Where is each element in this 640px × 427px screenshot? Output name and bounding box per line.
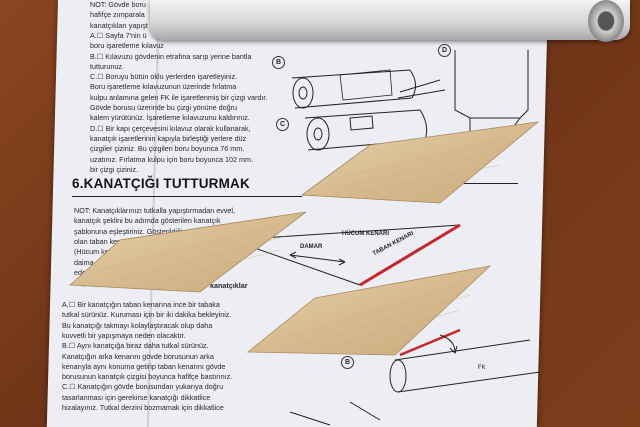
instruction-line: kuvvetli bir yapışmaya neden olacaktır. — [62, 330, 186, 340]
figure-label-c: C — [276, 118, 289, 131]
figure-label-d: D — [438, 44, 451, 57]
instruction-line: Boru işaretleme kılavuzunun üzerinde fır… — [90, 82, 237, 92]
instruction-line: Gövde borusu üzerinde bu çizgi yönüne do… — [90, 103, 238, 112]
instruction-line: A.☐ Bir kanatçığın taban kenarına ince b… — [62, 300, 220, 309]
balsa-fin-1 — [300, 121, 540, 204]
instruction-line: Bu kanatçığı takmayı kolaylaştıracak olu… — [62, 320, 213, 330]
instruction-line: kanatçıkları yapışt — [90, 20, 148, 30]
instruction-line: C.☐ Boruyu bütün oklu yerlerden işaretle… — [90, 72, 238, 82]
instruction-line: D.☐ Bir kapı çerçevesini kılavuz olarak … — [90, 123, 251, 133]
tube-drawing-b2 — [289, 328, 541, 426]
tube-drawing-b — [291, 69, 416, 109]
instruction-line: A.☐ Sayfa 7'nin ü — [90, 30, 147, 40]
instruction-line: kanatçık şeklini bu adımda gösterilen ka… — [74, 216, 221, 226]
instruction-line: borusunun kanatçık çizgisi boyunca hafif… — [62, 372, 233, 382]
instruction-line: tasarlanması için gerekirse kanatçığı di… — [62, 392, 211, 402]
damar-label: DAMAR — [300, 244, 323, 250]
figure-label-b2: B — [341, 356, 354, 369]
rolled-tube — [150, 0, 630, 40]
instruction-line: bir çizgi çiziniz. — [90, 164, 138, 174]
instruction-line: hizalayınız. Tutkal derzini bozmamak içi… — [62, 403, 224, 412]
instruction-line: kenarıyla aynı konuma getirip taban kena… — [62, 361, 226, 371]
instruction-line: kulpu anlamına gelen FK ile işaretlenmiş… — [90, 92, 268, 102]
instruction-line: hafifçe zımparala — [90, 10, 145, 20]
hucum-kenari-label: HÜCUM KENARI — [342, 231, 389, 237]
instruction-line: kalem yürütünüz. İşaretleme kılavuzunu k… — [90, 113, 250, 123]
wood-grain — [99, 139, 506, 351]
section-title: 6.KANATÇIĞI TUTTURMAK — [72, 176, 250, 191]
tube-end — [588, 0, 624, 42]
instruction-line: uzatınız. Fırlatma kulpu için boru boyun… — [90, 154, 253, 164]
instruction-line: B.☐ Kılavuzu gövdenin etrafına sarıp yer… — [90, 51, 252, 61]
instruction-line: NOT: Kanatçıklarınızı tutkalla yapıştırm… — [74, 206, 235, 215]
fk-label: FK — [478, 365, 486, 371]
instruction-line: Kanatçığın arka kenarını gövde borusunun… — [62, 351, 214, 361]
instruction-line: çizgiler çiziniz. Bu çizgileri boru boyu… — [90, 144, 245, 154]
balsa-fin-3 — [246, 265, 492, 356]
instruction-line: (Hücum ke — [74, 247, 109, 257]
title-rule — [72, 196, 302, 197]
instruction-line: kanatçık işaretlerinin kapıyla birleştiğ… — [90, 133, 247, 143]
instruction-line: şablonuna eşleştiriniz. Gösterildiği — [74, 226, 183, 236]
instruction-line: C.☐ Kanatçığın gövde borusundan yukarıya… — [62, 382, 224, 392]
figure-label-b: B — [272, 56, 285, 69]
balsa-fin-2 — [69, 211, 307, 293]
instruction-line: daima — [74, 257, 94, 267]
instruction-line: olan taban kenarı — [74, 236, 130, 246]
instruction-line: boru işaretleme kılavuz — [90, 41, 164, 51]
instruction-line: tutkal sürünüz. Kuruması için bir iki da… — [62, 310, 232, 320]
instruction-line: tutturunuz. — [90, 61, 124, 71]
instruction-line: B.☐ Aynı kanatçığa biraz daha tutkal sür… — [62, 341, 209, 351]
right-fragment: kanatçıklar — [210, 281, 248, 290]
instruction-line: NOT: Gövde boru — [90, 0, 146, 9]
